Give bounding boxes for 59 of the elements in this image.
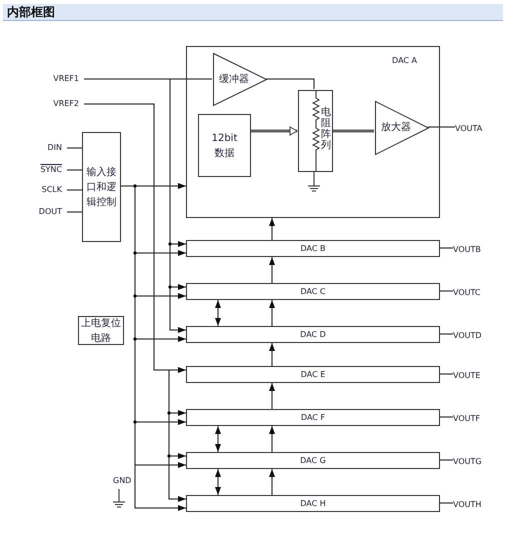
pin-label: VOUTE bbox=[453, 369, 493, 383]
arrow bbox=[215, 468, 221, 496]
block-label: DAC G bbox=[300, 456, 326, 466]
block-label: DAC E bbox=[300, 370, 326, 380]
block-label: 电阻阵列 bbox=[321, 107, 331, 151]
block-label: 放大器 bbox=[381, 121, 411, 135]
block-label: DAC D bbox=[300, 330, 326, 340]
arrow bbox=[215, 300, 221, 326]
pin-label: VOUTH bbox=[453, 498, 493, 512]
resistor-array-box bbox=[298, 90, 333, 172]
arrow bbox=[269, 300, 275, 326]
dac-block bbox=[186, 46, 440, 218]
block-label: 缓冲器 bbox=[219, 72, 249, 86]
block-label: DAC A bbox=[392, 56, 417, 65]
arrow bbox=[269, 256, 275, 284]
arrow bbox=[269, 382, 275, 410]
pin-label: VOUTG bbox=[453, 455, 493, 469]
arrow bbox=[269, 342, 275, 366]
block-label: 12bit 数据 bbox=[210, 132, 238, 160]
dac-block bbox=[186, 283, 440, 300]
arrow bbox=[269, 426, 275, 452]
dac-block bbox=[186, 326, 440, 343]
arrow bbox=[84, 78, 186, 333]
title-bar: 内部框图 bbox=[3, 4, 503, 21]
arrow bbox=[269, 468, 275, 496]
pin-label: VREF1 bbox=[40, 72, 84, 86]
pin-label: SYNC bbox=[36, 163, 67, 177]
connector-line bbox=[428, 126, 456, 128]
connector-line bbox=[440, 416, 454, 418]
block-label: DAC C bbox=[300, 286, 326, 296]
pin-label: GND bbox=[113, 476, 132, 485]
pin-label: VOUTB bbox=[453, 243, 493, 257]
pin-label: VOUTC bbox=[453, 286, 493, 300]
connector-line bbox=[266, 78, 314, 90]
block-label: DAC B bbox=[300, 244, 326, 254]
pin-label: VREF2 bbox=[40, 97, 84, 111]
pin-label: DOUT bbox=[32, 205, 67, 219]
pin-label: VOUTD bbox=[453, 329, 493, 343]
connector-line bbox=[440, 502, 454, 504]
pin-label: SCLK bbox=[36, 183, 67, 197]
arrow bbox=[250, 126, 298, 136]
dac-block bbox=[186, 495, 440, 512]
pin-label: DIN bbox=[40, 141, 67, 155]
function-block bbox=[82, 132, 121, 242]
dac-block bbox=[186, 409, 440, 426]
block-label: 输入接口和逻辑控制 bbox=[86, 166, 117, 210]
pin-label: VOUTA bbox=[455, 122, 495, 136]
block-label: 上电复位电路 bbox=[80, 316, 122, 346]
block-label: DAC F bbox=[300, 412, 326, 422]
function-block bbox=[198, 114, 251, 177]
connector-line bbox=[332, 130, 374, 132]
dac-block bbox=[186, 366, 440, 383]
pin-label: VOUTF bbox=[453, 412, 493, 426]
block-label: DAC H bbox=[300, 498, 326, 508]
dac-block bbox=[186, 452, 440, 469]
connector-line bbox=[440, 290, 454, 292]
dac-block bbox=[186, 240, 440, 257]
arrow bbox=[269, 218, 275, 240]
arrow bbox=[215, 426, 221, 452]
